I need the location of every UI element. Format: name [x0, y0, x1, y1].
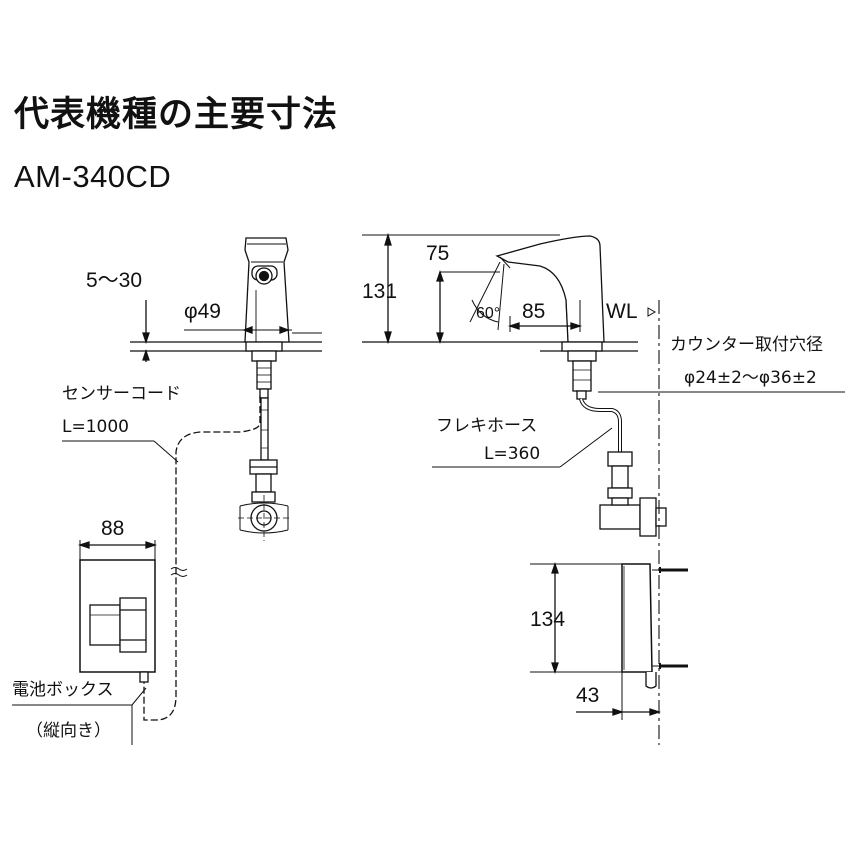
counter-hole-range: φ24±2～φ36±2 [684, 368, 817, 388]
dim-battery-depth: 43 [576, 684, 599, 707]
page-title: 代表機種の主要寸法 [14, 95, 339, 135]
front-view: 5～30 φ49 センサーコード L=1000 88 電池ボックス （縦向き） [12, 237, 322, 745]
battery-box-label: 電池ボックス [12, 680, 114, 700]
battery-box-front [79, 559, 156, 683]
side-view: WL 131 75 60° 85 カウンター取付穴径 φ24±2～φ36±2 フ… [362, 232, 845, 745]
faucet-side [495, 235, 605, 343]
battery-box-orientation: （縦向き） [26, 721, 111, 741]
faucet-front [238, 237, 290, 541]
water-level: WL [606, 300, 638, 323]
dim-battery-height: 134 [530, 608, 565, 631]
sensor-cord-length: L=1000 [62, 417, 129, 437]
dim-top-gap: 5～30 [86, 269, 142, 292]
sensor-cord-label: センサーコード [62, 384, 181, 404]
battery-box-side [621, 563, 688, 689]
flexible-hose-length: L=360 [484, 444, 540, 464]
counter-hole-label: カウンター取付穴径 [670, 335, 823, 355]
sensor-cord [175, 396, 261, 600]
dim-spout: 85 [522, 300, 545, 323]
dim-reach: 75 [426, 242, 449, 265]
dim-angle: 60° [476, 305, 500, 322]
model-number: AM-340CD [14, 159, 172, 194]
dim-height: 131 [362, 280, 397, 303]
dim-battery-width: 88 [101, 517, 124, 540]
dim-diameter: φ49 [184, 300, 221, 323]
flexible-hose-label: フレキホース [436, 416, 537, 436]
